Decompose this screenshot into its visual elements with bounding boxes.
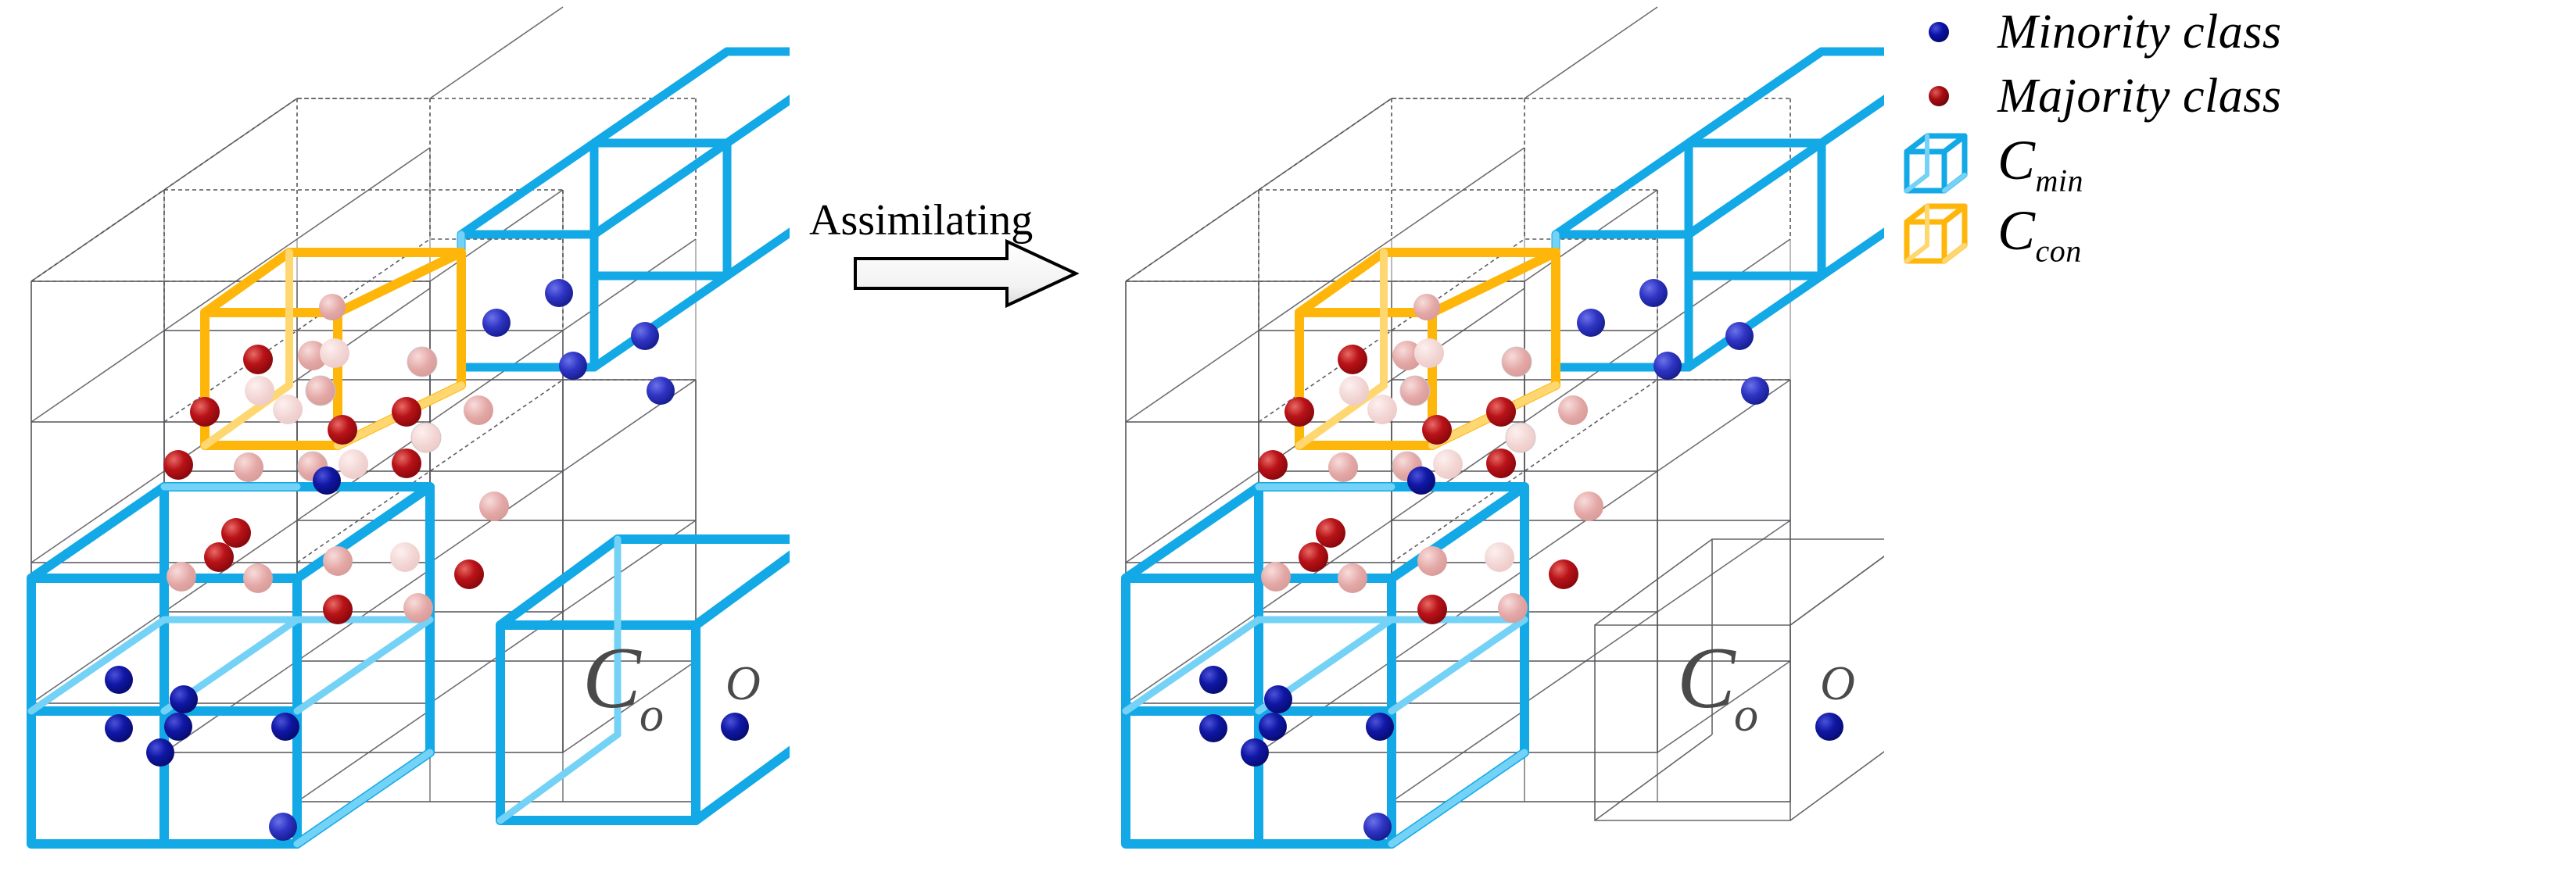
co-cell-highlight-before [496,534,790,825]
legend-label-cmin: Cmin [1997,128,2083,198]
panel-after: C o O [1121,6,1884,849]
svg-text:O: O [1820,657,1855,710]
legend-ccon-sub: con [2035,233,2082,269]
cmin-cube-icon [1880,128,1997,198]
cmin-cube-group[interactable] [1121,47,1884,849]
co-cell-plain-after [1594,538,1884,821]
svg-text:o: o [1734,688,1758,742]
legend-item-cmin: Cmin [1880,128,2568,198]
svg-text:O: O [726,657,761,710]
legend-cmin-sub: min [2035,163,2084,198]
legend: Minority class Majority class [1880,0,2568,391]
legend-label-minority: Minority class [1997,5,2282,59]
transition-label: Assimilating [809,196,1034,245]
majority-dot-icon [1880,80,1997,112]
co-label: C o [1677,630,1758,742]
co-label: C o [582,630,664,742]
majority-points [163,294,509,624]
legend-item-majority: Majority class [1880,64,2568,128]
svg-text:C: C [582,630,642,727]
legend-label-majority: Majority class [1997,69,2282,123]
minority-points [105,279,749,841]
ccon-cube-icon [1880,198,1997,269]
panel-before: C o O [27,6,790,849]
legend-ccon-base: C [1997,198,2036,262]
origin-label: O [726,657,761,710]
legend-item-minority: Minority class [1880,0,2568,64]
cmin-cube-group[interactable] [27,47,790,849]
assimilating-arrow-icon [854,238,1079,309]
svg-text:C: C [1677,630,1736,727]
minority-dot-icon [1880,16,1997,48]
legend-label-ccon: Ccon [1997,198,2082,269]
svg-text:o: o [640,688,664,742]
origin-label: O [1820,657,1855,710]
legend-item-ccon: Ccon [1880,198,2568,269]
minority-points [1199,279,1843,841]
legend-cmin-base: C [1997,128,2036,191]
